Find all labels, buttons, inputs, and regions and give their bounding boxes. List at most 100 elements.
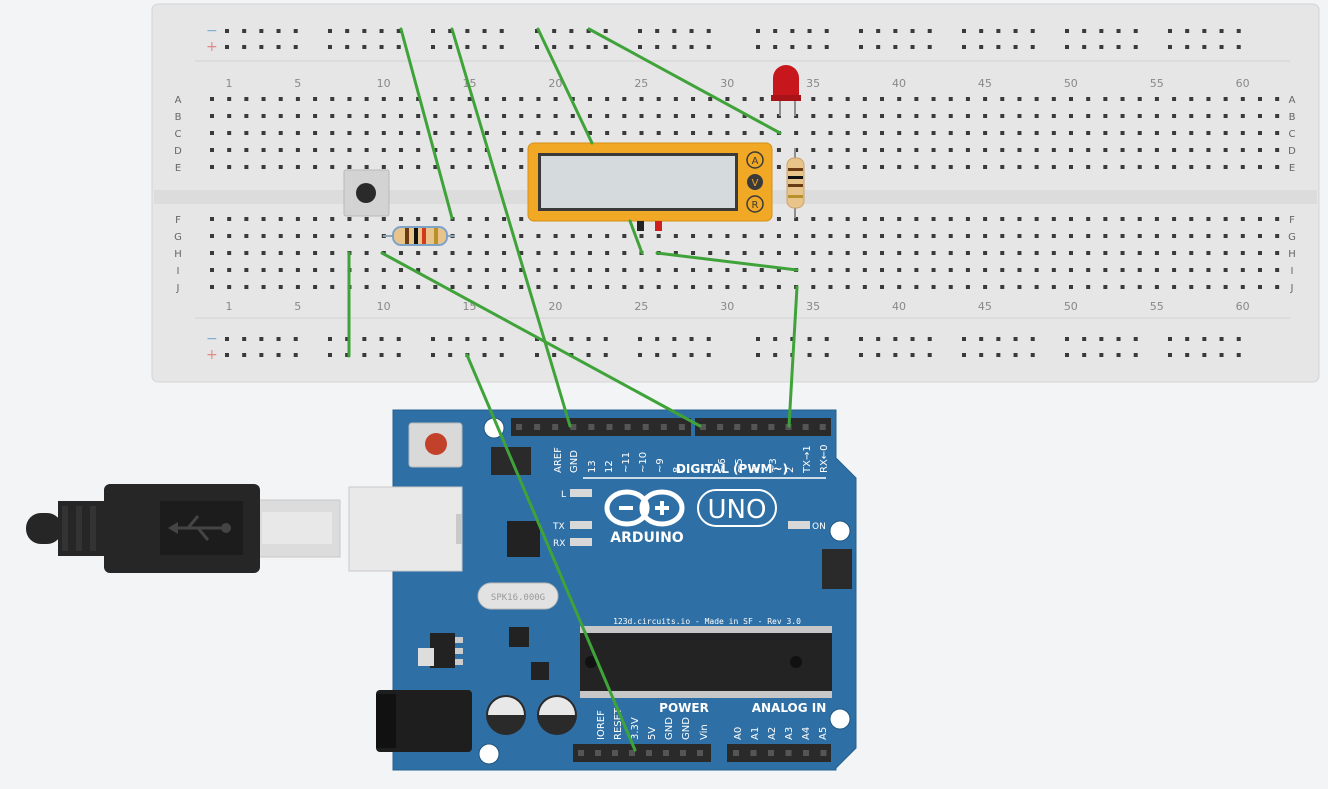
jumper-wire[interactable] (450, 27, 572, 428)
rail-hole[interactable] (1185, 29, 1190, 33)
header-pin[interactable] (663, 750, 669, 756)
breadboard-hole[interactable] (467, 148, 472, 152)
rail-hole[interactable] (672, 353, 677, 357)
breadboard-hole[interactable] (278, 285, 283, 289)
breadboard-hole[interactable] (1069, 268, 1073, 272)
power-header[interactable] (573, 744, 711, 762)
breadboard-hole[interactable] (776, 251, 781, 255)
breadboard-hole[interactable] (1051, 97, 1056, 101)
breadboard-hole[interactable] (536, 285, 541, 289)
rail-hole[interactable] (1116, 337, 1121, 341)
rail-hole[interactable] (242, 353, 247, 357)
breadboard-hole[interactable] (673, 234, 678, 238)
breadboard-hole[interactable] (313, 131, 318, 135)
breadboard-hole[interactable] (261, 217, 266, 221)
rail-hole[interactable] (499, 45, 504, 49)
breadboard-hole[interactable] (313, 217, 318, 221)
breadboard-hole[interactable] (536, 131, 541, 135)
breadboard-hole[interactable] (965, 268, 970, 272)
breadboard-hole[interactable] (1240, 97, 1245, 101)
breadboard-hole[interactable] (673, 114, 678, 118)
breadboard-hole[interactable] (502, 217, 507, 221)
breadboard-hole[interactable] (347, 97, 352, 101)
pushbutton-cap[interactable] (356, 183, 376, 203)
rail-hole[interactable] (824, 353, 829, 357)
breadboard-hole[interactable] (828, 165, 833, 169)
breadboard-hole[interactable] (931, 114, 936, 118)
breadboard-hole[interactable] (794, 234, 799, 238)
header-pin[interactable] (768, 424, 775, 430)
breadboard-hole[interactable] (1051, 251, 1056, 255)
breadboard-hole[interactable] (210, 217, 214, 221)
rail-hole[interactable] (603, 29, 608, 33)
rail-hole[interactable] (345, 337, 350, 341)
rail-hole[interactable] (586, 29, 591, 33)
breadboard-hole[interactable] (673, 268, 678, 272)
breadboard-hole[interactable] (347, 165, 352, 169)
breadboard-hole[interactable] (553, 285, 558, 289)
breadboard-hole[interactable] (398, 148, 403, 152)
breadboard-hole[interactable] (948, 148, 953, 152)
breadboard-hole[interactable] (1103, 285, 1108, 289)
breadboard-hole[interactable] (794, 131, 799, 135)
breadboard-hole[interactable] (1172, 234, 1177, 238)
breadboard-hole[interactable] (897, 114, 902, 118)
breadboard-hole[interactable] (536, 234, 541, 238)
breadboard-hole[interactable] (244, 165, 249, 169)
rail-hole[interactable] (448, 337, 453, 341)
breadboard-hole[interactable] (467, 234, 472, 238)
breadboard-hole[interactable] (1275, 268, 1280, 272)
rail-hole[interactable] (1099, 45, 1104, 49)
breadboard-hole[interactable] (227, 97, 232, 101)
breadboard-hole[interactable] (965, 217, 970, 221)
breadboard-hole[interactable] (605, 285, 610, 289)
breadboard-hole[interactable] (467, 251, 472, 255)
breadboard-hole[interactable] (1000, 97, 1005, 101)
rail-hole[interactable] (910, 353, 915, 357)
breadboard-hole[interactable] (1137, 217, 1142, 221)
breadboard-hole[interactable] (1034, 131, 1039, 135)
breadboard-hole[interactable] (880, 268, 885, 272)
breadboard-hole[interactable] (1120, 114, 1125, 118)
breadboard-hole[interactable] (519, 97, 524, 101)
breadboard-hole[interactable] (398, 268, 403, 272)
breadboard-hole[interactable] (210, 97, 214, 101)
breadboard-hole[interactable] (1257, 114, 1262, 118)
breadboard-hole[interactable] (965, 251, 970, 255)
breadboard-hole[interactable] (742, 97, 747, 101)
breadboard-hole[interactable] (691, 114, 696, 118)
breadboard-hole[interactable] (914, 285, 919, 289)
rail-hole[interactable] (293, 45, 298, 49)
breadboard-hole[interactable] (742, 131, 747, 135)
breadboard-hole[interactable] (965, 285, 970, 289)
breadboard-hole[interactable] (1137, 131, 1142, 135)
breadboard-hole[interactable] (914, 114, 919, 118)
breadboard-hole[interactable] (398, 114, 403, 118)
rail-hole[interactable] (276, 45, 281, 49)
breadboard-hole[interactable] (845, 114, 850, 118)
breadboard-hole[interactable] (536, 268, 541, 272)
breadboard-hole[interactable] (244, 234, 249, 238)
breadboard-hole[interactable] (381, 97, 386, 101)
breadboard-hole[interactable] (295, 285, 300, 289)
breadboard-hole[interactable] (1086, 251, 1091, 255)
breadboard-hole[interactable] (1069, 165, 1073, 169)
rail-hole[interactable] (448, 45, 453, 49)
breadboard-hole[interactable] (295, 251, 300, 255)
breadboard-hole[interactable] (880, 148, 885, 152)
breadboard-hole[interactable] (622, 114, 627, 118)
breadboard-hole[interactable] (1275, 165, 1280, 169)
breadboard-hole[interactable] (605, 251, 610, 255)
breadboard-hole[interactable] (278, 131, 283, 135)
breadboard-hole[interactable] (828, 114, 833, 118)
breadboard-hole[interactable] (1034, 285, 1039, 289)
breadboard-hole[interactable] (622, 285, 627, 289)
header-pin[interactable] (624, 424, 631, 430)
breadboard-hole[interactable] (725, 285, 730, 289)
rail-hole[interactable] (1168, 353, 1172, 357)
breadboard-hole[interactable] (1257, 268, 1262, 272)
breadboard-hole[interactable] (553, 97, 558, 101)
breadboard-hole[interactable] (828, 148, 833, 152)
rail-hole[interactable] (996, 353, 1001, 357)
breadboard-hole[interactable] (691, 268, 696, 272)
